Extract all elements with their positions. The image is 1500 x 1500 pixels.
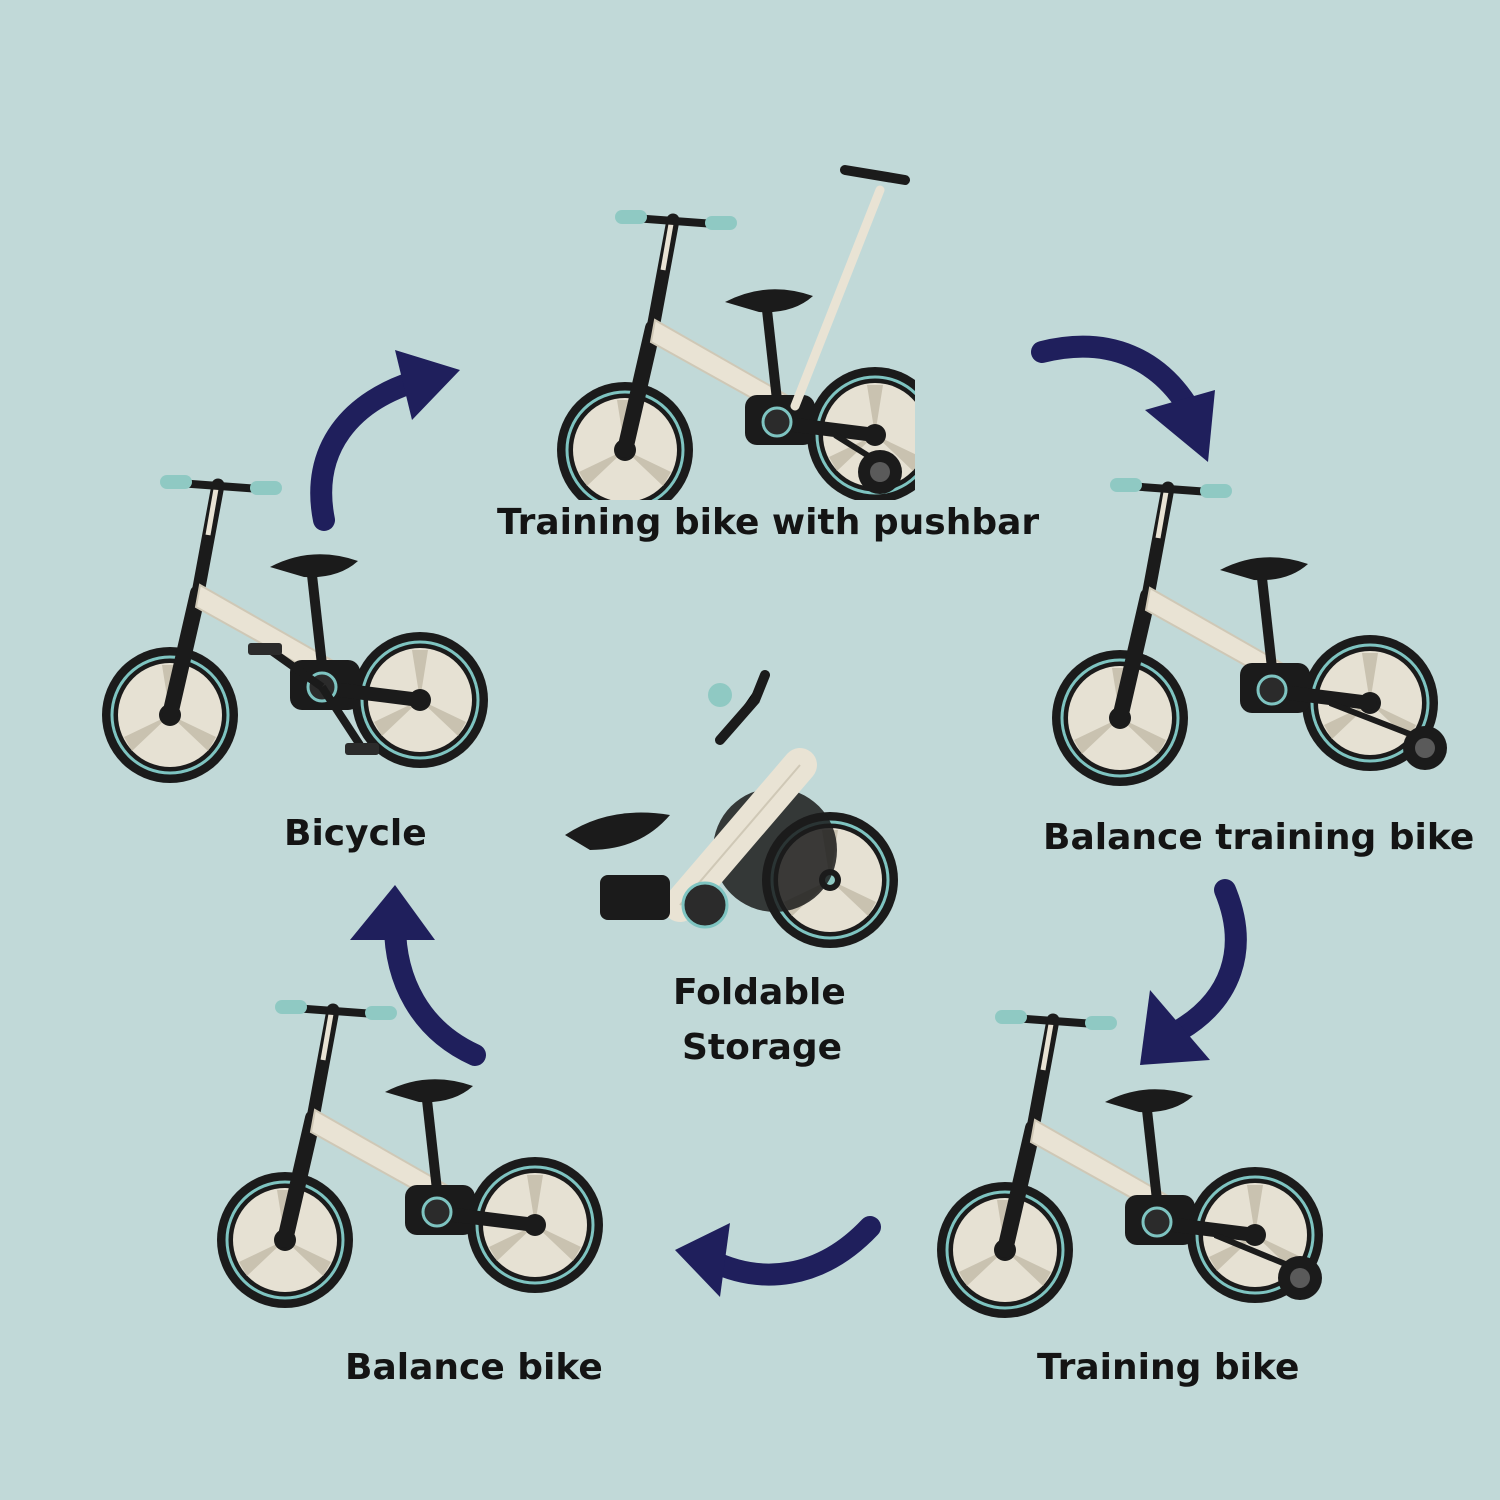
label-foldable: Foldable [673, 972, 846, 1013]
label-storage: Storage [682, 1027, 843, 1068]
training-bike-with-pushbar-illustration [545, 165, 915, 500]
folded-bike-illustration [565, 670, 900, 950]
label-balance-training-bike: Balance training bike [1043, 817, 1475, 858]
label-balance-bike: Balance bike [345, 1347, 603, 1388]
bicycle-illustration [90, 475, 510, 825]
label-training-bike: Training bike [1037, 1347, 1300, 1388]
cycle-arrow-icon [350, 885, 486, 1066]
cycle-arrow-icon [675, 1216, 881, 1297]
cycle-arrow-icon [1031, 335, 1215, 462]
training-bike-illustration [925, 1010, 1355, 1350]
label-bicycle: Bicycle [284, 813, 427, 854]
cycle-arrow-icon [310, 350, 460, 531]
cycle-arrow-icon [1140, 879, 1247, 1065]
balance-training-bike-illustration [1040, 478, 1447, 808]
label-training-bike-with-pushbar: Training bike with pushbar [497, 502, 1040, 543]
